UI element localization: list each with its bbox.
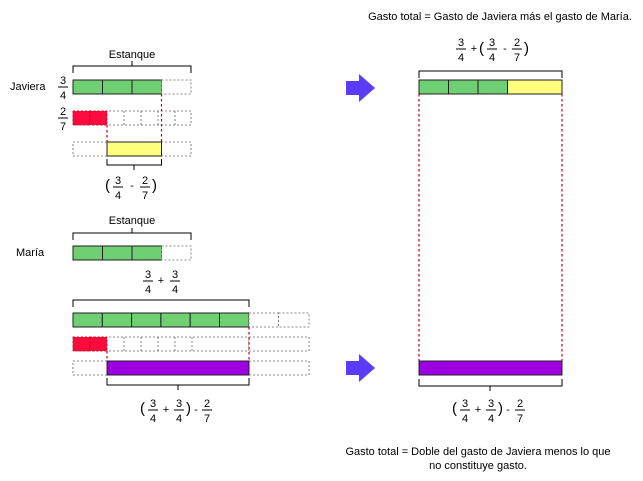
svg-text:7: 7 (204, 413, 210, 425)
svg-text:+: + (158, 275, 164, 287)
svg-text:4: 4 (488, 413, 494, 425)
svg-text:4: 4 (145, 284, 151, 296)
svg-text:4: 4 (60, 90, 66, 102)
svg-text:4: 4 (150, 413, 156, 425)
right-arrow-icon (346, 354, 375, 382)
svg-text:4: 4 (489, 52, 495, 64)
svg-text:4: 4 (176, 413, 182, 425)
svg-text:2: 2 (517, 398, 523, 410)
maria-name-label: María (16, 247, 45, 259)
svg-text:+: + (163, 404, 169, 416)
total-sum-bar (418, 79, 563, 95)
javiera-tank-label: Estanque (109, 49, 155, 61)
svg-text:2: 2 (142, 175, 148, 187)
bottom-right-brace (418, 379, 563, 391)
svg-text:(: ( (479, 40, 484, 57)
svg-text:(: ( (105, 177, 110, 194)
svg-text:7: 7 (60, 121, 66, 133)
maria-difference-expression: ( 3 4 + 3 4 ) - 2 7 (140, 398, 212, 425)
svg-text:): ) (498, 400, 503, 417)
svg-text:3: 3 (176, 398, 182, 410)
javiera-fraction-two-sevenths: 2 7 (58, 106, 68, 133)
top-right-brace (418, 70, 563, 78)
maria-difference-brace (106, 378, 250, 390)
javiera-name-label: Javiera (10, 81, 46, 93)
svg-text:3: 3 (145, 269, 151, 281)
total-difference-bar (418, 360, 563, 376)
top-right-expression: 3 4 + ( 3 4 - 2 7 ) (456, 37, 529, 64)
svg-text:-: - (194, 404, 198, 416)
svg-text:3: 3 (150, 398, 156, 410)
svg-text:3: 3 (462, 398, 468, 410)
svg-text:(: ( (452, 400, 457, 417)
maria-sum-brace (72, 299, 250, 307)
maria-double-bar (72, 312, 310, 328)
svg-text:): ) (186, 400, 191, 417)
maria-tank-brace (72, 228, 192, 240)
svg-text:): ) (524, 40, 529, 57)
maria-difference-bar (72, 360, 310, 376)
right-arrow-icon (346, 74, 375, 102)
svg-text:2: 2 (514, 37, 520, 49)
maria-sevenths-bar (72, 336, 310, 352)
javiera-fraction-three-quarters: 3 4 (58, 75, 68, 102)
svg-text:3: 3 (489, 37, 495, 49)
svg-text:3: 3 (458, 37, 464, 49)
svg-text:3: 3 (60, 75, 66, 87)
svg-text:4: 4 (172, 284, 178, 296)
svg-text:4: 4 (462, 413, 468, 425)
maria-tank-bar (72, 245, 192, 261)
javiera-tank-bar (72, 79, 192, 95)
maria-tank-label: Estanque (109, 215, 155, 227)
svg-text:2: 2 (204, 398, 210, 410)
javiera-tank-brace (72, 61, 192, 73)
svg-text:): ) (152, 177, 157, 194)
javiera-difference-bar (72, 141, 192, 157)
svg-text:3: 3 (172, 269, 178, 281)
svg-text:7: 7 (517, 413, 523, 425)
bottom-caption-line-2: no constituye gasto. (429, 460, 527, 472)
svg-text:-: - (130, 180, 134, 192)
svg-text:+: + (471, 43, 477, 55)
svg-text:2: 2 (60, 106, 66, 118)
javiera-sevenths-bar (72, 110, 192, 126)
svg-text:-: - (503, 43, 507, 55)
maria-sum-expression: 3 4 + 3 4 (143, 269, 180, 296)
top-right-title: Gasto total = Gasto de Javiera más el ga… (368, 11, 632, 23)
svg-text:4: 4 (115, 190, 121, 202)
bottom-right-expression: ( 3 4 + 3 4 ) - 2 7 (452, 398, 525, 425)
svg-text:3: 3 (488, 398, 494, 410)
svg-text:3: 3 (115, 175, 121, 187)
svg-text:-: - (506, 404, 510, 416)
svg-text:4: 4 (458, 52, 464, 64)
bottom-caption-line-1: Gasto total = Doble del gasto de Javiera… (345, 446, 610, 458)
svg-text:(: ( (140, 400, 145, 417)
svg-text:7: 7 (514, 52, 520, 64)
javiera-difference-brace (106, 159, 162, 170)
svg-text:7: 7 (142, 190, 148, 202)
javiera-difference-expression: ( 3 4 - 2 7 ) (105, 175, 157, 202)
svg-text:+: + (475, 404, 481, 416)
